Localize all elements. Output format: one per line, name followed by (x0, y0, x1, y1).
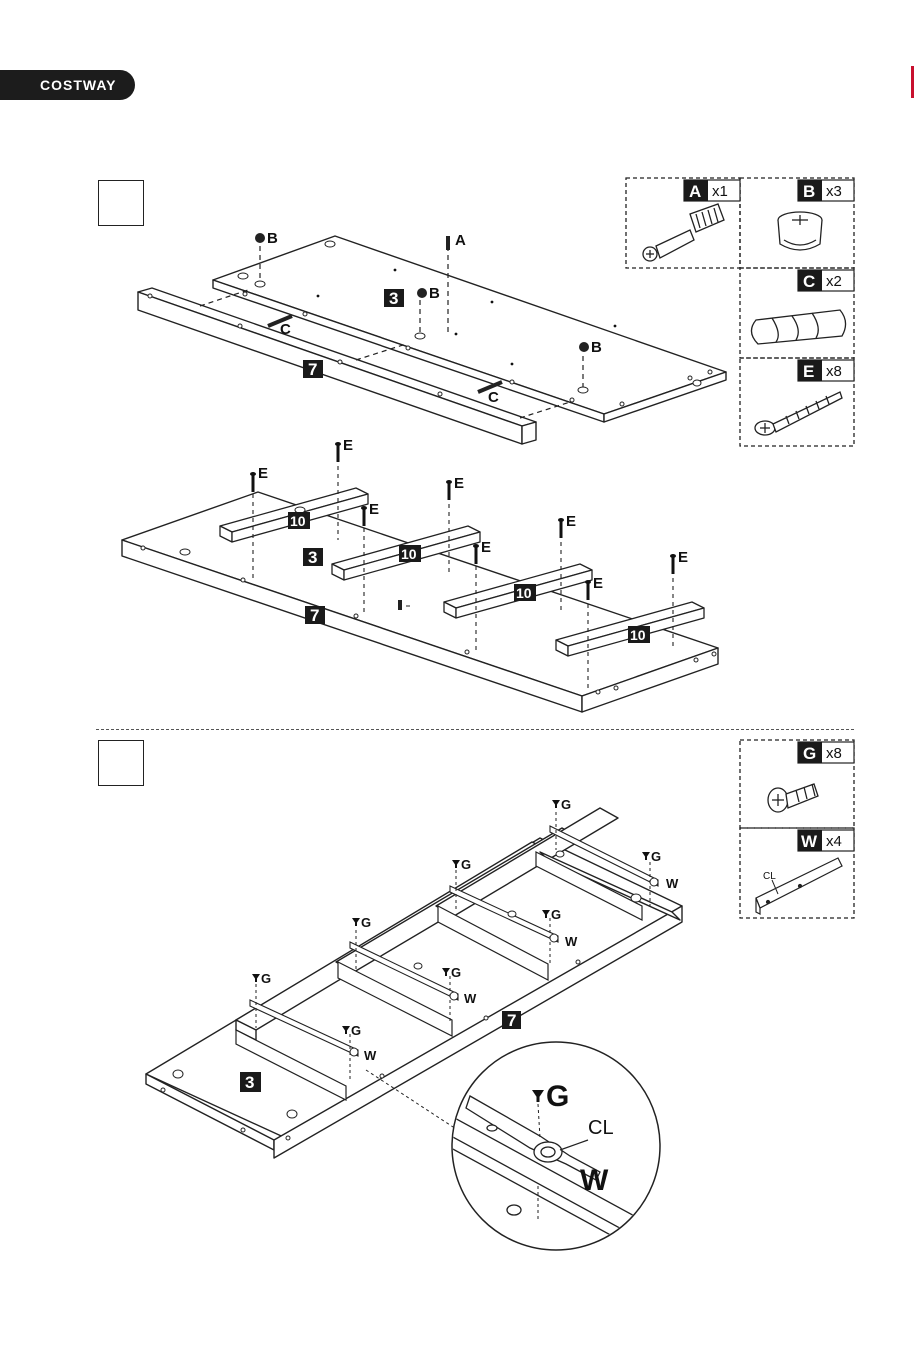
cam-bolt-icon (643, 204, 724, 261)
svg-text:G: G (551, 907, 561, 922)
hardware-w-sub-label: CL (763, 871, 776, 882)
svg-text:E: E (343, 437, 353, 454)
svg-text:A: A (455, 232, 466, 249)
part-tag-panel-3-c: 3 (240, 1072, 261, 1092)
detail-cl-label: CL (588, 1117, 614, 1139)
hardware-g-letter: G (803, 744, 816, 763)
svg-text:7: 7 (507, 1011, 516, 1030)
hardware-g-count: x8 (826, 745, 842, 762)
svg-text:E: E (593, 575, 603, 592)
hardware-c-letter: C (803, 272, 815, 291)
hardware-c-count: x2 (826, 273, 842, 290)
hardware-a-letter: A (689, 182, 701, 201)
cam-lock-b-1: B (255, 230, 278, 247)
svg-text:3: 3 (245, 1073, 254, 1092)
detail-screw-label: G (546, 1080, 569, 1113)
part-tag-rail-7-b: 7 (305, 606, 325, 625)
part-tag-rail-7: 7 (303, 360, 323, 379)
svg-text:W: W (364, 1048, 377, 1063)
hardware-w-count: x4 (826, 833, 842, 850)
wooden-dowel-icon (751, 310, 845, 344)
detail-magnifier: G CL W (440, 1042, 660, 1262)
svg-text:B: B (429, 285, 440, 302)
cam-lock-icon (778, 212, 822, 250)
hardware-a-count: x1 (712, 183, 728, 200)
svg-text:C: C (280, 321, 291, 338)
svg-text:E: E (369, 501, 379, 518)
svg-text:W: W (464, 991, 477, 1006)
svg-text:10: 10 (516, 585, 532, 601)
svg-text:B: B (591, 339, 602, 356)
detail-bracket-label: W (580, 1164, 609, 1197)
svg-text:E: E (678, 549, 688, 566)
svg-text:G: G (451, 965, 461, 980)
svg-text:W: W (565, 934, 578, 949)
svg-text:3: 3 (389, 289, 398, 308)
svg-text:E: E (454, 475, 464, 492)
svg-text:G: G (461, 857, 471, 872)
svg-text:G: G (561, 797, 571, 812)
drawer-slide-icon (756, 858, 842, 914)
hardware-b-count: x3 (826, 183, 842, 200)
svg-text:E: E (481, 539, 491, 556)
svg-text:W: W (666, 876, 679, 891)
hardware-e-count: x8 (826, 363, 842, 380)
short-screw-icon (768, 784, 818, 812)
hardware-b-letter: B (803, 182, 815, 201)
svg-text:E: E (566, 513, 576, 530)
svg-text:G: G (261, 971, 271, 986)
svg-text:10: 10 (401, 546, 417, 562)
svg-text:C: C (488, 389, 499, 406)
svg-text:10: 10 (290, 513, 306, 529)
svg-text:G: G (351, 1023, 361, 1038)
hardware-e-letter: E (803, 362, 814, 381)
part-tag-panel-3-b: 3 (303, 548, 323, 567)
svg-text:7: 7 (310, 606, 319, 625)
svg-text:B: B (267, 230, 278, 247)
part-tag-panel-3: 3 (384, 289, 404, 308)
part-tag-rail-7-c: 7 (502, 1011, 521, 1030)
wood-screw-icon (755, 392, 842, 435)
svg-text:3: 3 (308, 548, 317, 567)
svg-text:G: G (361, 915, 371, 930)
svg-text:E: E (258, 465, 268, 482)
svg-text:7: 7 (308, 360, 317, 379)
svg-text:10: 10 (630, 627, 646, 643)
hardware-w-letter: W (801, 832, 818, 851)
svg-text:G: G (651, 849, 661, 864)
cam-bolt-a: A (446, 232, 466, 250)
